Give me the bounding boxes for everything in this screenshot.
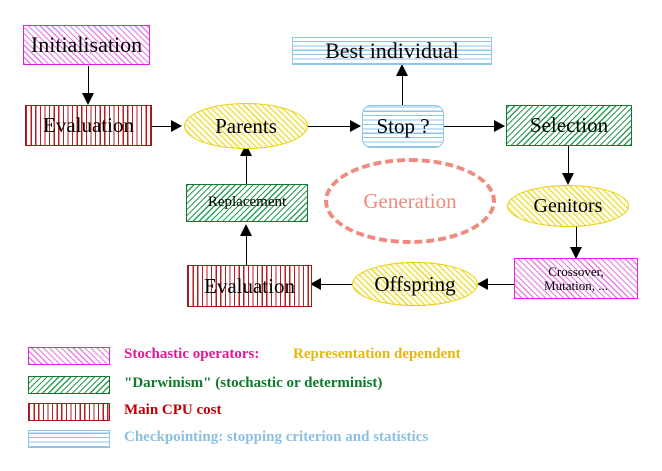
edge-offspring-evaluation — [314, 284, 354, 285]
edge-evaluation-replacement — [246, 228, 247, 266]
edge-selection-genitors-arrowhead — [562, 173, 574, 185]
node-evaluation-top[interactable]: Evaluation — [25, 105, 152, 146]
edge-replacement-parents — [246, 150, 247, 186]
node-selection-label: Selection — [529, 113, 609, 138]
legend-swatch-cpu — [28, 403, 110, 421]
node-crossover-label: Crossover, — [548, 263, 604, 279]
node-offspring-label: Offspring — [374, 271, 456, 296]
edge-evaluation-replacement-arrowhead — [240, 224, 252, 236]
edge-selection-genitors — [568, 146, 569, 178]
legend-swatch-checkpointing — [28, 430, 110, 448]
node-stop-label: Stop ? — [376, 114, 430, 139]
legend-label-checkpointing: Checkpointing: stopping criterion and st… — [124, 429, 429, 445]
node-initialisation[interactable]: Initialisation — [23, 25, 150, 65]
node-mutation-label: Mutation, ... — [544, 277, 608, 293]
edge-stop-best-individual-arrowhead — [396, 64, 408, 76]
legend-label-stochastic: Stochastic operators: — [124, 346, 260, 362]
edge-genitors-crossover-arrowhead — [570, 247, 582, 259]
node-best-individual[interactable]: Best individual — [292, 37, 492, 65]
node-replacement-label: Replacement — [207, 194, 287, 211]
edge-parents-stop — [308, 126, 356, 127]
edge-evaluation-parents — [152, 126, 176, 127]
legend-swatch-stochastic — [28, 347, 110, 365]
edge-stop-best-individual — [402, 66, 403, 106]
edge-offspring-evaluation-arrowhead — [310, 278, 321, 290]
edge-crossover-offspring — [482, 284, 516, 285]
node-selection[interactable]: Selection — [506, 105, 632, 146]
edge-evaluation-parents-arrowhead — [171, 120, 182, 132]
node-genitors-label: Genitors — [533, 194, 603, 217]
node-stop[interactable]: Stop ? — [362, 105, 444, 148]
legend-swatch-darwinism — [28, 376, 110, 394]
node-genitors[interactable]: Genitors — [507, 185, 629, 227]
edge-stop-selection-arrowhead — [494, 120, 505, 132]
edge-parents-stop-arrowhead — [350, 120, 361, 132]
node-parents[interactable]: Parents — [184, 103, 308, 149]
legend-label-representation-dependent: Representation dependent — [293, 346, 461, 362]
node-evaluation-bottom-label: Evaluation — [204, 273, 295, 298]
legend-label-darwinism: "Darwinism" (stochastic or determinist) — [124, 375, 383, 391]
edge-crossover-offspring-arrowhead — [477, 278, 488, 290]
node-best-individual-label: Best individual — [325, 38, 459, 64]
node-generation-annotation: Generation — [324, 158, 496, 244]
edge-genitors-crossover — [576, 225, 577, 253]
edge-stop-selection — [444, 126, 500, 127]
node-offspring[interactable]: Offspring — [352, 262, 478, 306]
edge-initialisation-evaluation-arrowhead — [82, 93, 94, 105]
node-generation-label: Generation — [363, 188, 457, 213]
legend-label-cpu: Main CPU cost — [124, 402, 222, 418]
node-crossover-mutation[interactable]: Crossover, Mutation, ... — [514, 258, 638, 299]
node-replacement[interactable]: Replacement — [186, 184, 308, 222]
node-evaluation-top-label: Evaluation — [43, 113, 134, 138]
node-evaluation-bottom[interactable]: Evaluation — [187, 265, 312, 307]
edge-initialisation-evaluation — [88, 66, 89, 98]
node-initialisation-label: Initialisation — [30, 32, 143, 58]
node-parents-label: Parents — [215, 113, 277, 138]
